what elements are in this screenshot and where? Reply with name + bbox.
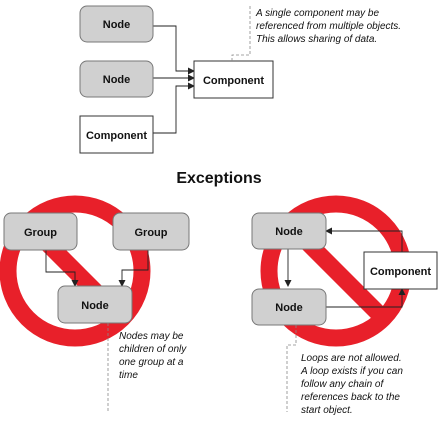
top-note-line-1: A single component may be <box>255 8 379 19</box>
left-group-2-label: Group <box>135 227 168 239</box>
right-note: Loops are not allowed. A loop exists if … <box>300 353 406 416</box>
top-note: A single component may be referenced fro… <box>255 8 404 45</box>
connector-group-right-to-node <box>118 250 149 287</box>
right-component <box>363 251 438 290</box>
top-component-target-label: Component <box>203 75 264 87</box>
right-node-top-label: Node <box>275 226 303 238</box>
left-exception: Group Group Node Nodes may be children o… <box>0 195 190 412</box>
right-component-label: Component <box>370 266 431 278</box>
right-node-top <box>251 212 327 250</box>
top-note-leader <box>231 6 251 61</box>
right-note-line-4: references back to the <box>301 392 400 403</box>
left-group-1-label: Group <box>24 227 57 239</box>
top-component-source <box>79 115 154 154</box>
right-note-line-1: Loops are not allowed. <box>301 353 402 364</box>
top-note-line-2: referenced from multiple objects. <box>256 21 401 32</box>
top-note-line-3: This allows sharing of data. <box>256 34 377 45</box>
top-node-2 <box>79 60 154 98</box>
left-note-line-3: one group at a <box>119 357 184 368</box>
left-group-1 <box>3 212 78 251</box>
connector-component-to-component <box>153 82 195 134</box>
left-node-label: Node <box>81 300 109 312</box>
right-note-line-3: follow any chain of <box>301 379 384 390</box>
connector-node-bottom-to-component <box>326 288 406 308</box>
left-note-line-2: children of only <box>119 344 187 355</box>
top-node-1 <box>79 5 154 43</box>
right-node-bottom-label: Node <box>275 302 303 314</box>
top-component-target <box>193 60 274 99</box>
left-note-line-1: Nodes may be <box>119 331 184 342</box>
right-note-line-5: start object. <box>301 405 353 416</box>
connector-group-left-to-node <box>45 250 79 287</box>
top-node-1-label: Node <box>103 19 131 31</box>
connector-component-to-node-top <box>325 227 403 252</box>
right-note-line-2: A loop exists if you can <box>300 366 403 377</box>
exceptions-heading: Exceptions <box>176 170 261 187</box>
left-node <box>57 285 133 324</box>
left-note: Nodes may be children of only one group … <box>119 331 189 381</box>
top-node-2-label: Node <box>103 74 131 86</box>
top-component-source-label: Component <box>86 130 147 142</box>
top-section: Node Node Component Component A single c… <box>79 5 404 154</box>
connector-node1-to-component <box>153 25 195 75</box>
right-node-bottom <box>251 288 327 326</box>
left-note-line-4: time <box>119 370 138 381</box>
left-group-2 <box>112 212 190 251</box>
right-note-leader <box>286 325 297 412</box>
right-exception: Node Node Component Loops are not allowe… <box>251 195 438 416</box>
